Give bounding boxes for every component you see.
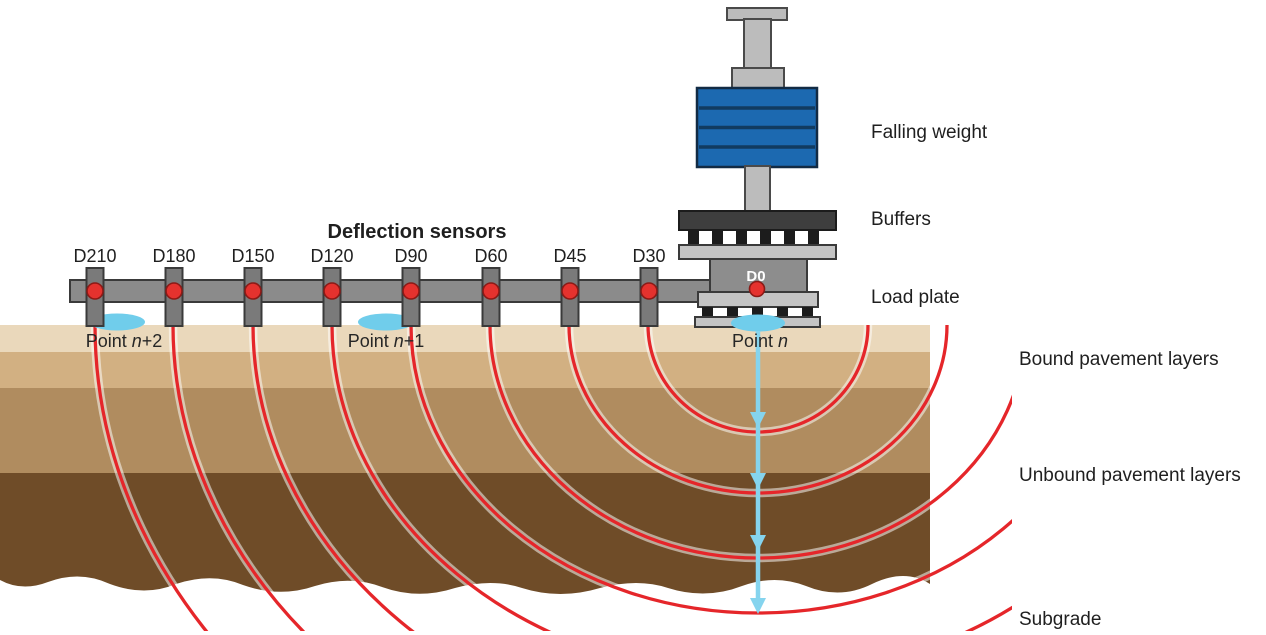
subgrade-label: Subgrade — [1019, 609, 1101, 630]
point-label-suffix: +2 — [142, 331, 163, 351]
sensor-dot-d180 — [165, 282, 183, 300]
point-label-var: n — [132, 331, 142, 351]
unbound-pavement-layers-label: Unbound pavement layers — [1019, 465, 1241, 486]
arrowhead-icon — [750, 598, 766, 614]
sensor-label-d180: D180 — [152, 246, 195, 266]
buffers-bar — [678, 210, 837, 231]
buffer-tooth — [784, 230, 795, 245]
sensor-label-d0: D0 — [746, 268, 765, 285]
point-label-n1: Point n+1 — [348, 331, 425, 351]
sensor-dot-d210 — [86, 282, 104, 300]
sensor-label-d210: D210 — [73, 246, 116, 266]
bound-pavement-layers-label: Bound pavement layers — [1019, 349, 1219, 370]
deflection-sensors-title: Deflection sensors — [328, 221, 507, 243]
load-plate-label: Load plate — [871, 287, 960, 308]
arrowhead-icon — [750, 473, 766, 489]
load-plate-tooth — [752, 307, 763, 317]
arrowhead-icon — [750, 535, 766, 551]
load-plate-tooth — [777, 307, 788, 317]
arrowhead-icon — [750, 412, 766, 428]
load-plate-tooth — [802, 307, 813, 317]
point-label-prefix: Point — [86, 331, 132, 351]
point-label-suffix: +1 — [404, 331, 425, 351]
sensor-bar-assembly — [69, 267, 717, 327]
contact-point-marker-n1 — [358, 313, 414, 331]
point-label-var: n — [778, 331, 788, 351]
buffer-tooth — [688, 230, 699, 245]
rod-collar — [731, 67, 785, 89]
bound-layer-bottom — [0, 352, 930, 388]
buffer-tooth — [760, 230, 771, 245]
sensor-label-d60: D60 — [474, 246, 507, 266]
buffers-label: Buffers — [871, 209, 931, 230]
sensor-label-d30: D30 — [632, 246, 665, 266]
sensor-dot-d0 — [748, 280, 766, 298]
sensor-dot-d45 — [561, 282, 579, 300]
point-label-prefix: Point — [348, 331, 394, 351]
point-label-n: Point n — [732, 331, 788, 351]
buffer-tooth — [712, 230, 723, 245]
sensor-label-d45: D45 — [553, 246, 586, 266]
load-plate-tooth — [702, 307, 713, 317]
load-shaft — [744, 165, 771, 213]
sensor-dot-d90 — [402, 282, 420, 300]
sensor-dot-d120 — [323, 282, 341, 300]
sensor-label-d150: D150 — [231, 246, 274, 266]
buffer-tooth — [736, 230, 747, 245]
point-label-n2: Point n+2 — [86, 331, 163, 351]
guide-rod — [743, 18, 772, 70]
fwd-device — [678, 7, 837, 332]
contact-point-marker-n — [731, 314, 785, 332]
subgrade-layer — [0, 473, 930, 594]
sensor-dot-d150 — [244, 282, 262, 300]
deflection-arrow — [750, 331, 766, 614]
sensor-dot-d60 — [482, 282, 500, 300]
point-label-prefix: Point — [732, 331, 778, 351]
sensor-label-d90: D90 — [394, 246, 427, 266]
sensor-dot-d30 — [640, 282, 658, 300]
sensor-label-d120: D120 — [310, 246, 353, 266]
buffer-tooth — [808, 230, 819, 245]
falling-weight-label: Falling weight — [871, 122, 988, 143]
buffer-plate — [678, 244, 837, 260]
point-label-var: n — [394, 331, 404, 351]
load-plate-tooth — [727, 307, 738, 317]
